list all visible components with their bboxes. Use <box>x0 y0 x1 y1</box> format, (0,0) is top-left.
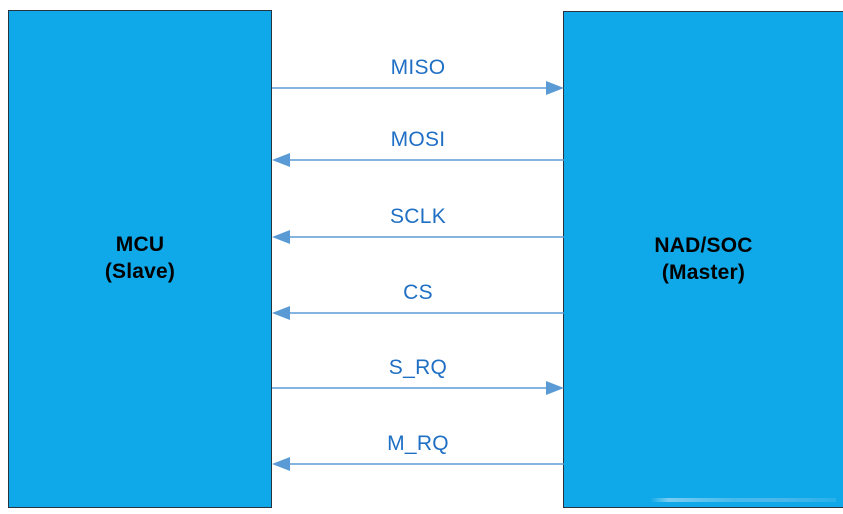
signal-label-s_rq: S_RQ <box>388 356 448 379</box>
node-mcu-name: MCU <box>115 233 165 257</box>
signal-label-mosi: MOSI <box>390 128 446 151</box>
node-mcu[interactable]: MCU (Slave) <box>8 10 272 508</box>
signal-arrow-miso[interactable] <box>272 80 564 96</box>
node-nad-soc-name: NAD/SOC <box>654 233 753 257</box>
signal-label-cs: CS <box>403 281 433 304</box>
signal-label-miso: MISO <box>390 56 446 79</box>
signal-label-m_rq: M_RQ <box>387 432 449 455</box>
signal-arrow-cs[interactable] <box>272 305 564 321</box>
node-nad-soc[interactable]: NAD/SOC (Master) <box>563 11 843 508</box>
node-nad-soc-role: (Master) <box>661 260 746 284</box>
signal-arrow-sclk[interactable] <box>272 229 564 245</box>
node-mcu-role: (Slave) <box>104 260 176 283</box>
signal-arrow-s_rq[interactable] <box>272 380 564 396</box>
signal-arrow-m_rq[interactable] <box>272 456 564 472</box>
signal-arrow-mosi[interactable] <box>272 152 564 168</box>
signal-label-sclk: SCLK <box>389 205 447 228</box>
